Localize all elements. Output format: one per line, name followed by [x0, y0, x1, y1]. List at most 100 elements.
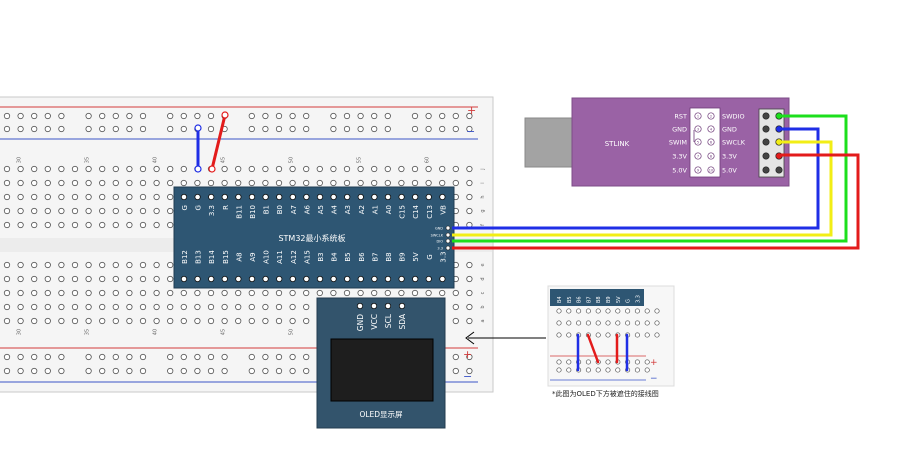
breadboard-hole — [3, 165, 11, 173]
wire-yellow-swclk — [452, 140, 833, 237]
oled-pin — [398, 302, 406, 310]
breadboard-hole — [139, 193, 147, 201]
breadboard-hole — [58, 179, 65, 187]
rail-hole — [452, 353, 459, 361]
rail-hole — [180, 125, 187, 133]
breadboard-hole — [289, 179, 296, 187]
breadboard-hole — [153, 221, 160, 229]
breadboard-hole — [71, 317, 79, 325]
column-number: 50 — [289, 329, 295, 335]
stm32-pin — [276, 193, 283, 201]
rail-hole — [99, 125, 106, 133]
breadboard-hole — [139, 165, 147, 173]
breadboard-hole — [31, 193, 38, 201]
stm32-pin-label: B11 — [235, 205, 243, 219]
breadboard-hole — [17, 179, 24, 187]
rail-hole — [85, 367, 92, 375]
column-number: 45 — [221, 157, 227, 163]
rail-hole — [248, 353, 255, 361]
breadboard-hole — [316, 165, 323, 173]
rail-plus-bottom: + — [463, 348, 472, 361]
breadboard-hole — [126, 179, 133, 187]
breadboard-hole — [425, 289, 432, 297]
rail-hole — [275, 367, 283, 375]
stm32-pin — [344, 193, 351, 201]
stm32-pin — [180, 275, 188, 283]
stm32-pin-label: B8 — [385, 252, 393, 261]
row-letter: c — [480, 291, 486, 294]
stm32-pin-label: B3 — [317, 252, 325, 261]
rail-hole — [466, 353, 473, 361]
rail-hole — [371, 125, 378, 133]
rail-hole — [248, 125, 255, 133]
breadboard-hole — [99, 193, 106, 201]
inset-hole — [566, 320, 572, 326]
rail-hole — [371, 112, 378, 120]
breadboard-hole — [330, 165, 337, 173]
row-letter: i — [480, 182, 486, 183]
rail-hole — [31, 125, 38, 133]
breadboard-hole — [58, 193, 65, 201]
breadboard-hole — [139, 179, 147, 187]
inset-rail-hole — [605, 359, 611, 365]
breadboard-hole — [44, 221, 51, 229]
stlink-right-label: SWCLK — [722, 139, 746, 147]
breadboard-hole — [17, 261, 24, 269]
column-number: 60 — [425, 157, 431, 163]
inset-rail-hole — [644, 367, 650, 373]
breadboard-hole — [398, 179, 405, 187]
breadboard-hole — [58, 207, 65, 215]
breadboard-hole — [71, 261, 79, 269]
breadboard-hole — [343, 289, 351, 297]
breadboard-hole — [31, 207, 38, 215]
breadboard-hole — [235, 179, 242, 187]
breadboard-hole — [44, 303, 51, 311]
breadboard-hole — [99, 289, 106, 297]
rail-hole — [112, 353, 119, 361]
stm32-pin-label: A0 — [385, 205, 393, 214]
breadboard-hole — [31, 275, 38, 283]
breadboard-hole — [126, 275, 133, 283]
stlink-pin-number: 8 — [710, 155, 712, 159]
rail-hole — [248, 367, 255, 375]
rail-hole — [17, 112, 24, 120]
breadboard-hole — [58, 275, 65, 283]
stm32-pin-label: A6 — [303, 204, 311, 214]
breadboard-hole — [452, 303, 459, 311]
stlink-pin-number: 4 — [710, 128, 713, 132]
breadboard-hole — [31, 179, 38, 187]
breadboard-hole — [439, 179, 446, 187]
stm32-pin-label: A7 — [290, 205, 298, 214]
rail-hole — [44, 112, 51, 120]
stm32-pin — [344, 275, 351, 283]
rail-hole — [466, 125, 473, 133]
rail-hole — [17, 353, 24, 361]
stm32-pin — [330, 193, 337, 201]
breadboard-hole — [44, 275, 51, 283]
inset-hole — [644, 332, 650, 338]
breadboard-hole — [466, 261, 473, 269]
row-letter: j — [480, 168, 486, 170]
inset-hole — [556, 332, 562, 338]
column-number: 45 — [221, 329, 227, 335]
oled-pin — [384, 302, 392, 310]
stm32-swd-pin — [445, 225, 451, 231]
row-letter: h — [480, 195, 486, 198]
rail-hole — [330, 112, 337, 120]
rail-hole — [112, 367, 119, 375]
inset-pin-label: B8 — [596, 296, 602, 303]
stlink-right-label: 3.3V — [722, 153, 737, 161]
breadboard-hole — [289, 303, 296, 311]
stm32-pin-label: G — [181, 205, 189, 210]
breadboard-hole — [112, 303, 119, 311]
rail-hole — [384, 112, 391, 120]
inset-hole — [605, 332, 611, 338]
rail-hole — [126, 353, 133, 361]
stm32-pin — [384, 275, 392, 283]
stlink-header-pin — [762, 125, 770, 133]
rail-hole — [167, 367, 174, 375]
breadboard-hole — [153, 275, 160, 283]
stlink-right-label: SWDIO — [722, 113, 745, 121]
breadboard-hole — [126, 289, 133, 297]
